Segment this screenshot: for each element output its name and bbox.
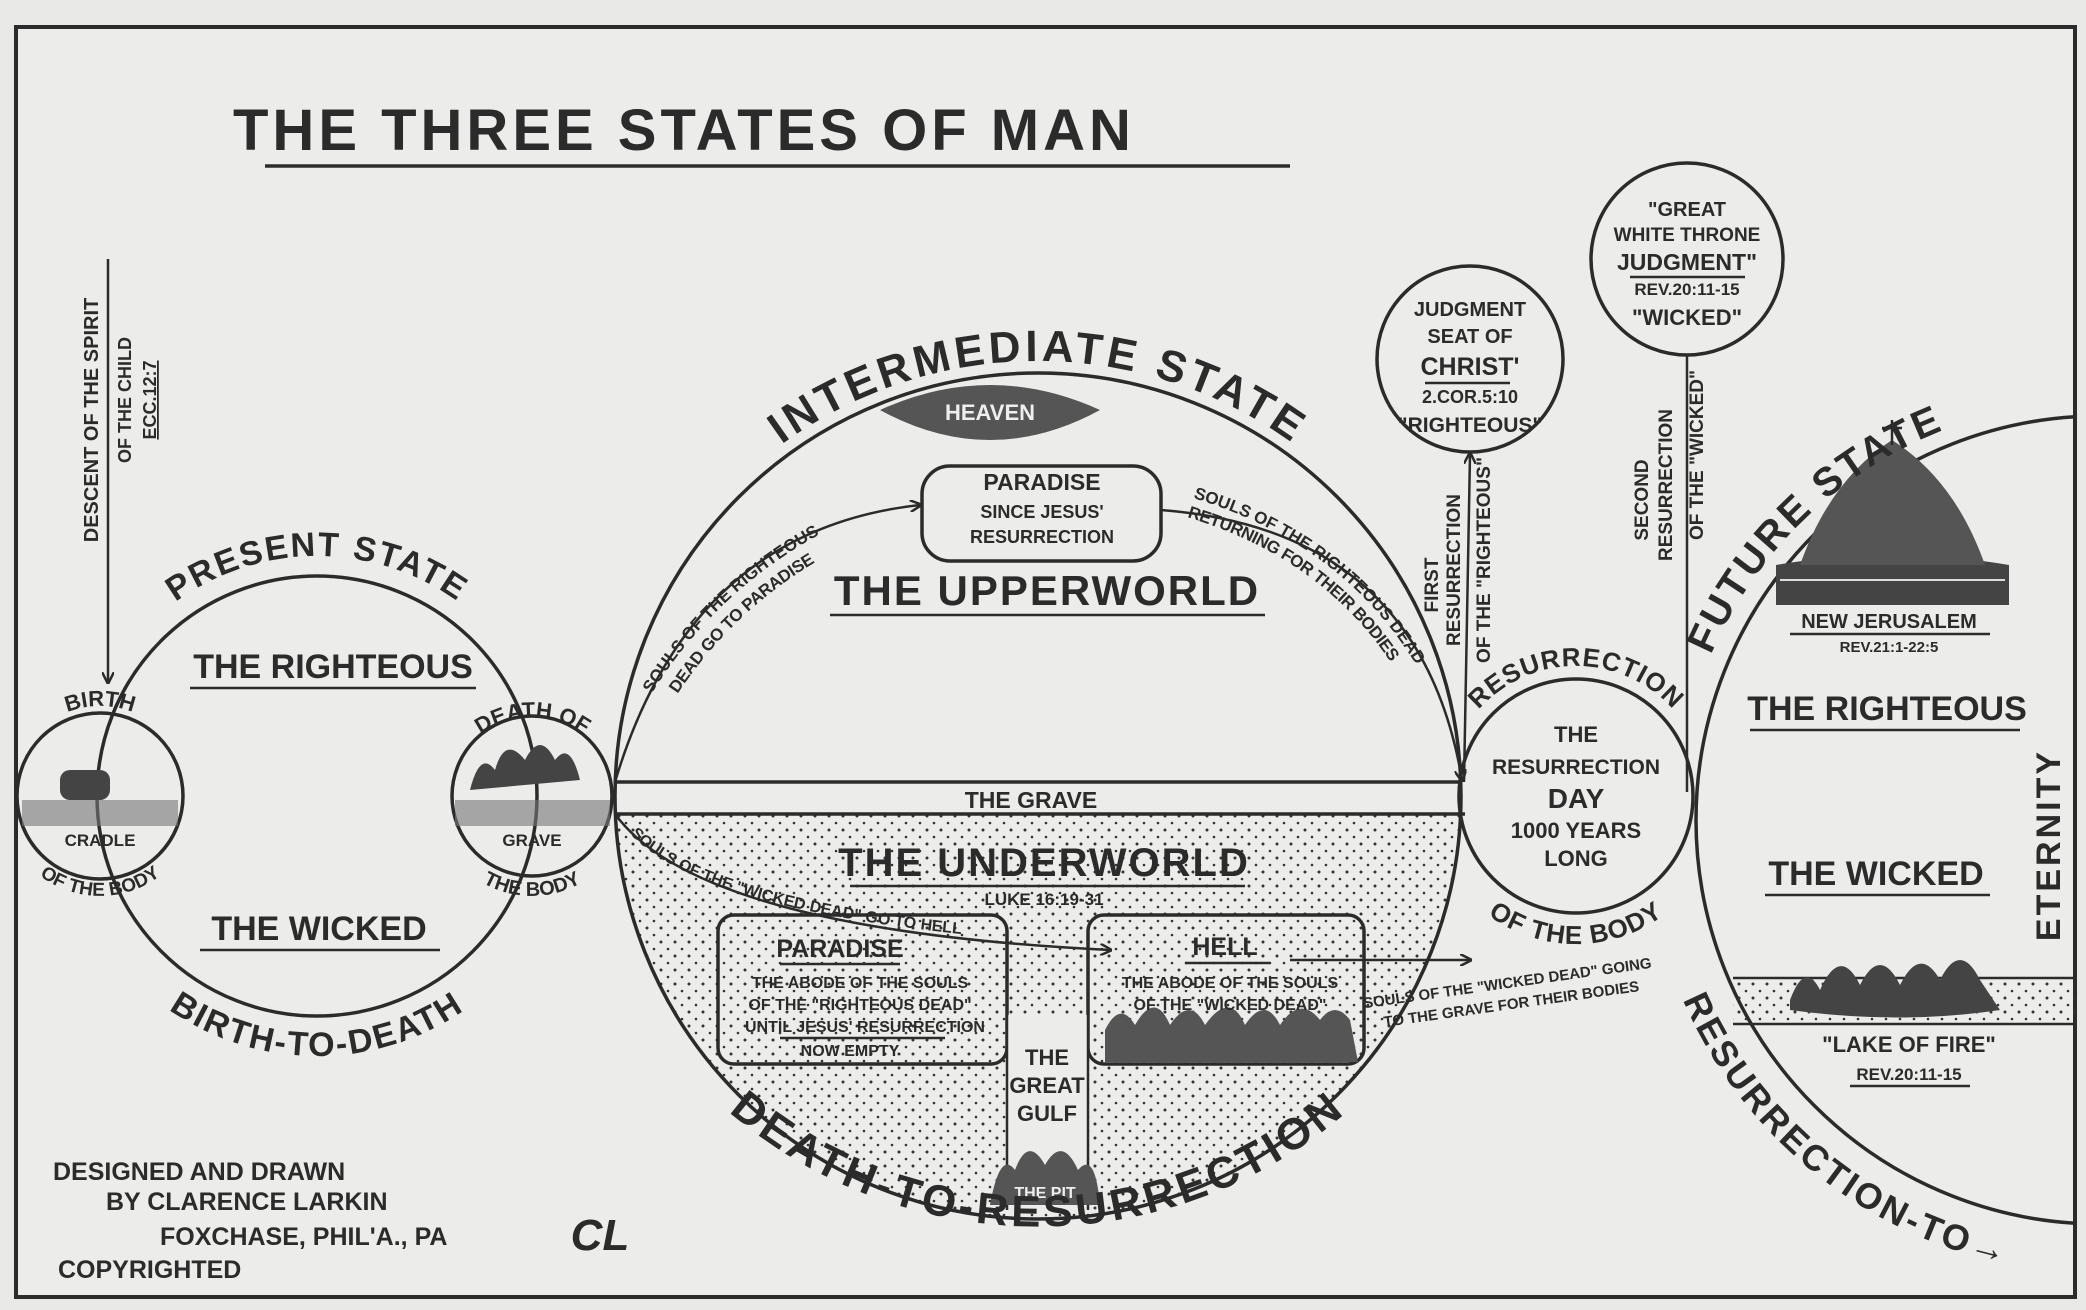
lake-of-fire-label: "LAKE OF FIRE" <box>1822 1032 1996 1057</box>
judgment-seat-ref: 2.COR.5:10 <box>1422 387 1518 407</box>
paradise-upper-line2: RESURRECTION <box>970 527 1114 547</box>
righteous-go-arrow <box>613 505 920 783</box>
wicked-go-arrow <box>613 813 1110 950</box>
paradise-upper-line1: SINCE JESUS' <box>980 502 1103 522</box>
second-res-line3: OF THE "WICKED" <box>1687 370 1708 540</box>
intermediate-circle <box>613 371 1463 1221</box>
judgment-seat-line2: SEAT OF <box>1427 326 1512 348</box>
paradise-lower-line4: NOW EMPTY <box>801 1043 900 1060</box>
hell-fire-icon <box>1105 1007 1358 1062</box>
hell-title: HELL <box>1192 933 1257 961</box>
descent-of-spirit: DESCENT OF THE SPIRIT OF THE CHILD ECC.1… <box>81 259 160 682</box>
descent-text-1: DESCENT OF THE SPIRIT <box>81 298 103 542</box>
judgment-seat: JUDGMENT SEAT OF CHRIST' 2.COR.5:10 "RIG… <box>1375 264 1565 783</box>
larkin-monogram: CL <box>571 1211 630 1260</box>
paradise-lower-line3: UNTIL JESUS' RESURRECTION <box>745 1019 985 1036</box>
credits-line4: COPYRIGHTED <box>58 1256 241 1284</box>
judgment-seat-line3: CHRIST' <box>1421 353 1520 381</box>
first-res-line1: FIRST <box>1422 557 1443 612</box>
second-res-line2: RESURRECTION <box>1656 409 1677 561</box>
pit-fire-icon <box>990 1151 1100 1205</box>
judgment-seat-who: "RIGHTEOUS" <box>1398 414 1543 437</box>
paradise-lower-line2: OF THE "RIGHTEOUS DEAD" <box>748 997 971 1014</box>
hell-box <box>1086 913 1366 1066</box>
new-jerusalem-label: NEW JERUSALEM <box>1801 611 1977 633</box>
hell-line1: THE ABODE OF THE SOULS <box>1122 975 1339 992</box>
resurrection-line3: DAY <box>1548 783 1605 814</box>
judgment-seat-line1: JUDGMENT <box>1414 299 1526 321</box>
righteous-return-arrow <box>1160 508 1462 780</box>
resurrection-line4: 1000 YEARS <box>1511 818 1641 843</box>
future-righteous: THE RIGHTEOUS <box>1747 690 2027 728</box>
heaven-shape <box>880 385 1100 440</box>
gwt-line1: "GREAT <box>1648 199 1726 221</box>
paradise-lower-box <box>716 913 1009 1066</box>
descent-text-3: ECC.12:7 <box>140 360 160 439</box>
new-jerusalem-ref: REV.21:1-22:5 <box>1840 639 1939 656</box>
eternity-label: ETERNITY <box>2030 749 2068 941</box>
resurrection-line5: LONG <box>1544 846 1608 871</box>
gulf-line3: GULF <box>1017 1101 1077 1126</box>
upperworld-label: THE UPPERWORLD <box>834 567 1260 614</box>
credits-line2: BY CLARENCE LARKIN <box>106 1188 388 1216</box>
new-jerusalem-icon <box>1776 420 2009 605</box>
paradise-lower-line1: THE ABODE OF THE SOULS <box>752 975 969 992</box>
credits-line3: FOXCHASE, PHIL'A., PA <box>160 1223 447 1251</box>
present-righteous: THE RIGHTEOUS <box>193 648 473 686</box>
descent-text-2: OF THE CHILD <box>115 337 135 463</box>
gulf-line2: GREAT <box>1009 1073 1085 1098</box>
heaven-label: HEAVEN <box>945 400 1035 425</box>
future-state-circle <box>1694 415 2075 1225</box>
hell-line2: OF THE "WICKED DEAD" <box>1134 997 1327 1014</box>
death-circle: GRAVE <box>450 714 614 878</box>
paradise-upper-box <box>920 464 1163 563</box>
grave-label: GRAVE <box>502 831 561 850</box>
resurrection-circle: THE RESURRECTION DAY 1000 YEARS LONG <box>1457 677 1695 915</box>
lake-of-fire-ref: REV.20:11-15 <box>1856 1065 1961 1084</box>
present-state: THE RIGHTEOUS THE WICKED <box>95 574 539 1018</box>
underworld-ref: LUKE 16:19-31 <box>984 890 1103 909</box>
gulf-line1: THE <box>1025 1045 1069 1070</box>
gwt-who: "WICKED" <box>1632 305 1742 330</box>
birth-circle: CRADLE <box>15 711 185 881</box>
second-res-line1: SECOND <box>1632 459 1653 540</box>
graveyard-trees-icon <box>470 745 580 790</box>
future-wicked: THE WICKED <box>1768 855 1983 893</box>
the-grave-label: THE GRAVE <box>965 787 1097 813</box>
first-res-line2: RESURRECTION <box>1444 494 1465 646</box>
lake-of-fire-icon <box>1733 960 2075 1026</box>
gwt-line2: WHITE THRONE <box>1614 225 1761 246</box>
great-white-throne: "GREAT WHITE THRONE JUDGMENT" REV.20:11-… <box>1589 161 1785 792</box>
first-res-line3: OF THE "RIGHTEOUS" <box>1474 457 1495 663</box>
future-state: NEW JERUSALEM REV.21:1-22:5 THE RIGHTEOU… <box>1694 415 2075 1225</box>
paradise-upper-title: PARADISE <box>983 469 1100 495</box>
present-wicked: THE WICKED <box>211 910 426 948</box>
pit-label: THE PIT <box>1014 1185 1076 1202</box>
credits-line1: DESIGNED AND DRAWN <box>53 1158 345 1186</box>
cradle-label: CRADLE <box>65 831 136 850</box>
cradle-icon <box>60 770 110 800</box>
gwt-ref: REV.20:11-15 <box>1634 280 1739 299</box>
first-resurrection-arrow <box>1462 454 1470 783</box>
resurrection-line1: THE <box>1554 722 1598 747</box>
gwt-line3: JUDGMENT" <box>1617 249 1757 275</box>
diagram-title: THE THREE STATES OF MAN <box>233 98 1135 163</box>
credits: DESIGNED AND DRAWN BY CLARENCE LARKIN FO… <box>53 1158 629 1284</box>
underworld-label: THE UNDERWORLD <box>838 841 1250 885</box>
paradise-lower-title: PARADISE <box>776 935 903 963</box>
resurrection-line2: RESURRECTION <box>1492 756 1660 779</box>
